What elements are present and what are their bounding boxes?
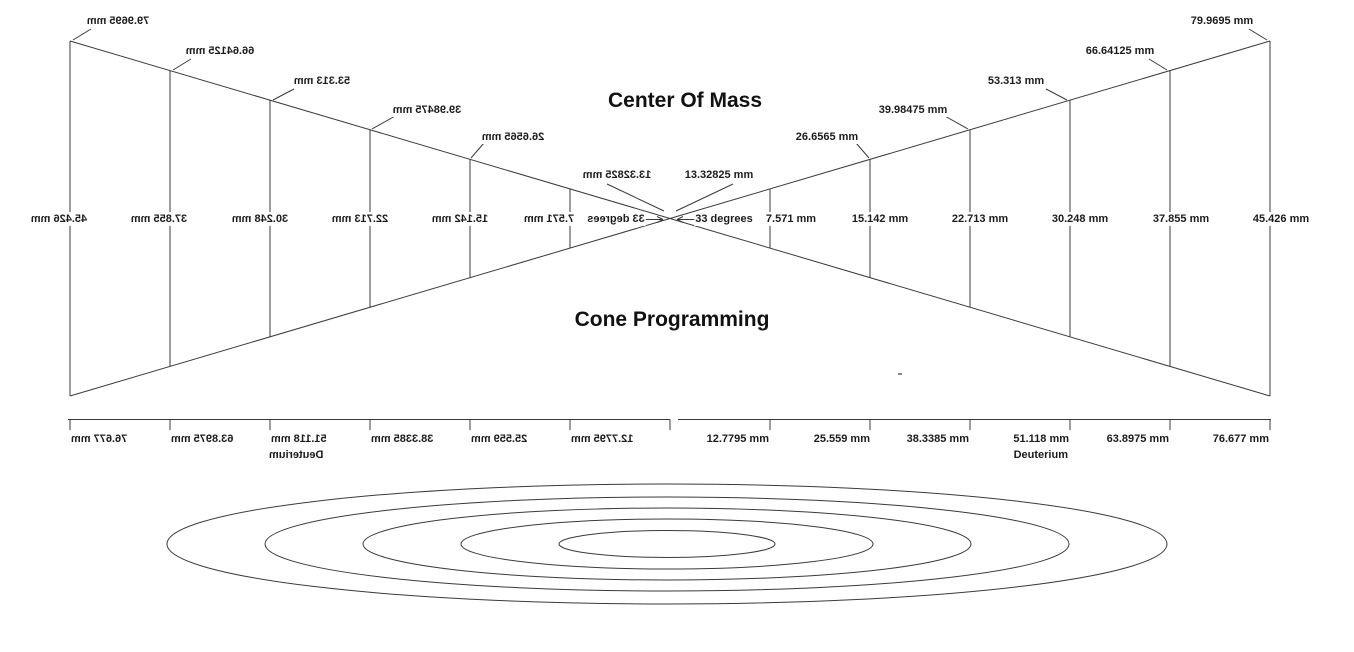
slant-label-left-2: 53.313 mm — [292, 74, 352, 88]
ruler-label-left-4: 63.8975 mm — [170, 432, 235, 446]
material-label-right: Deuterium — [1012, 448, 1069, 462]
radius-label-right-5: 7.571 mm — [764, 212, 818, 226]
ruler-label-right-0: 12.7795 mm — [705, 432, 770, 446]
ripple-ellipses — [166, 483, 1168, 605]
slant-label-right-3: 39.98475 mm — [877, 103, 949, 117]
slant-label-left-3: 39.98475 mm — [391, 103, 463, 117]
radius-label-left-0: 45.426 mm — [29, 212, 89, 226]
angle-label-right: 33 degrees — [694, 212, 754, 226]
slant-label-right-1: 66.64125 mm — [1084, 44, 1156, 58]
left-leader-lines — [72, 28, 665, 212]
ruler-label-right-5: 76.677 mm — [1211, 432, 1270, 446]
radius-label-right-4: 15.142 mm — [850, 212, 910, 226]
radius-label-right-3: 22.713 mm — [950, 212, 1010, 226]
ruler-label-left-2: 38.3385 mm — [370, 432, 435, 446]
radius-label-right-0: 45.426 mm — [1251, 212, 1311, 226]
slant-label-right-0: 79.9695 mm — [1189, 14, 1255, 28]
ruler-label-left-1: 25.559 mm — [470, 432, 529, 446]
measurement-ruler — [68, 419, 1271, 430]
material-label-left: Deuterium — [268, 448, 325, 462]
ruler-label-right-4: 63.8975 mm — [1105, 432, 1170, 446]
radius-label-left-4: 15.142 mm — [430, 212, 490, 226]
radius-label-left-1: 37.855 mm — [129, 212, 189, 226]
radius-label-left-3: 22.713 mm — [330, 212, 390, 226]
radius-label-left-2: 30.248 mm — [230, 212, 290, 226]
slant-label-left-1: 66.64125 mm — [184, 44, 256, 58]
radius-label-right-1: 37.855 mm — [1151, 212, 1211, 226]
slant-label-left-0: 79.9695 mm — [85, 14, 151, 28]
title-center-of-mass: Center Of Mass — [607, 89, 763, 112]
ruler-label-left-3: 51.118 mm — [270, 432, 328, 446]
ruler-label-right-1: 25.559 mm — [812, 432, 871, 446]
ruler-label-right-2: 38.3385 mm — [905, 432, 970, 446]
radius-label-right-2: 30.248 mm — [1050, 212, 1110, 226]
ruler-label-left-5: 76.677 mm — [70, 432, 129, 446]
right-cone-outline — [669, 40, 1271, 397]
left-cone-outline — [69, 40, 671, 397]
angle-label-left: 33 degrees — [586, 212, 646, 226]
ruler-label-left-0: 12.7795 mm — [570, 432, 635, 446]
slant-label-left-4: 26.6565 mm — [480, 130, 546, 144]
radius-label-left-5: 7.571 mm — [522, 212, 576, 226]
stray-dot — [898, 373, 902, 375]
title-cone-programming: Cone Programming — [574, 308, 770, 331]
slant-label-right-5: 13.32825 mm — [683, 168, 755, 182]
slant-label-right-4: 26.6565 mm — [794, 130, 860, 144]
slant-label-right-2: 53.313 mm — [986, 74, 1046, 88]
right-leader-lines — [675, 28, 1268, 212]
slant-label-left-5: 13.32825 mm — [581, 168, 653, 182]
ruler-label-right-3: 51.118 mm — [1012, 432, 1070, 446]
